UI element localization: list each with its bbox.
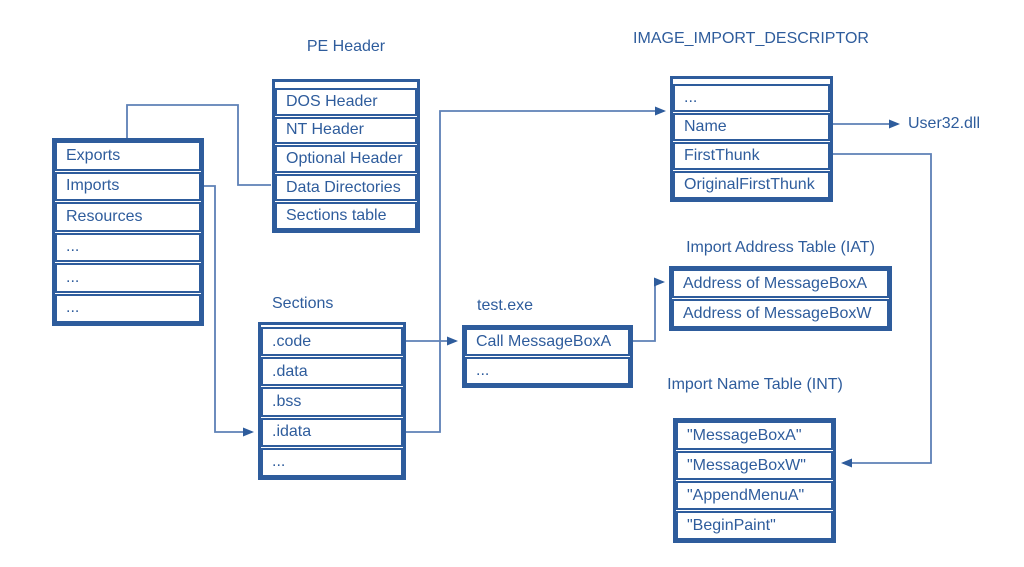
row-name: Name <box>673 113 830 141</box>
image-import-descriptor-box: ... Name FirstThunk OriginalFirstThunk <box>670 76 833 202</box>
row-quoted-appendmenua: "AppendMenuA" <box>676 481 833 510</box>
pe-header-title: PE Header <box>306 38 386 55</box>
row-nt-header: NT Header <box>275 116 417 145</box>
connector-idata-to-descriptor <box>406 106 666 433</box>
row-data-directories: Data Directories <box>275 173 417 202</box>
row-code: .code <box>261 327 403 357</box>
row-address-messageboxa: Address of MessageBoxA <box>672 269 889 298</box>
row-bss: .bss <box>261 387 403 417</box>
sections-title: Sections <box>272 295 334 312</box>
row-data: .data <box>261 357 403 387</box>
row-exports: Exports <box>55 141 201 171</box>
connector-callmessageboxa-to-iat <box>633 277 665 342</box>
data-directories-list-box: Exports Imports Resources ... ... ... <box>52 138 204 326</box>
connector-imports-to-idata <box>204 185 254 437</box>
test-exe-box: Call MessageBoxA ... <box>462 325 633 388</box>
int-title: Import Name Table (INT) <box>667 376 843 393</box>
row-quoted-messageboxw: "MessageBoxW" <box>676 451 833 480</box>
row-ellipsis: ... <box>55 232 201 262</box>
int-box: "MessageBoxA" "MessageBoxW" "AppendMenuA… <box>673 418 836 543</box>
row-call-messageboxa: Call MessageBoxA <box>465 328 630 356</box>
row-resources: Resources <box>55 202 201 232</box>
iat-title: Import Address Table (IAT) <box>686 239 875 256</box>
image-import-descriptor-title: IMAGE_IMPORT_DESCRIPTOR <box>633 30 869 47</box>
row-idata: .idata <box>261 417 403 447</box>
user32-dll-label: User32.dll <box>908 115 981 132</box>
row-dos-header: DOS Header <box>275 88 417 116</box>
pe-header-box: DOS Header NT Header Optional Header Dat… <box>272 79 420 233</box>
connector-datadirectories-to-list <box>126 104 271 186</box>
row-ellipsis: ... <box>261 447 403 478</box>
row-quoted-beginpaint: "BeginPaint" <box>676 511 833 540</box>
row-ellipsis: ... <box>673 84 830 112</box>
row-sections-table: Sections table <box>275 202 417 230</box>
row-firstthunk: FirstThunk <box>673 142 830 170</box>
row-ellipsis: ... <box>55 293 201 323</box>
row-address-messageboxw: Address of MessageBoxW <box>672 299 889 328</box>
test-exe-title: test.exe <box>477 297 534 314</box>
row-ellipsis: ... <box>465 357 630 385</box>
connector-firstthunk-to-int <box>833 153 932 468</box>
row-quoted-messageboxa: "MessageBoxA" <box>676 421 833 450</box>
row-imports: Imports <box>55 171 201 201</box>
iat-box: Address of MessageBoxA Address of Messag… <box>669 266 892 331</box>
row-ellipsis: ... <box>55 263 201 293</box>
row-optional-header: Optional Header <box>275 145 417 173</box>
row-originalfirstthunk: OriginalFirstThunk <box>673 171 830 199</box>
sections-box: .code .data .bss .idata ... <box>258 322 406 480</box>
